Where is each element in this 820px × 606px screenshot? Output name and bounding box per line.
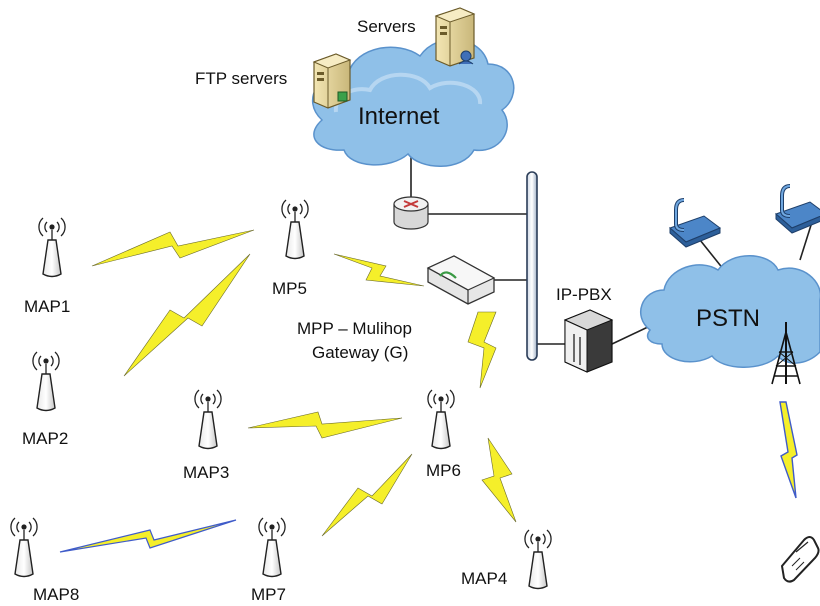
wireless-link-icon — [333, 253, 425, 287]
ip-pbx-label: IP-PBX — [556, 285, 612, 304]
telephone-icon — [668, 198, 722, 249]
wireless-link-icon — [481, 437, 517, 523]
router-icon — [393, 196, 429, 230]
pstn-cloud: PSTN — [639, 255, 820, 368]
map1-label: MAP1 — [24, 297, 70, 316]
mp6-label: MP6 — [426, 461, 461, 480]
telephone-icon — [774, 184, 820, 235]
internet-cloud: Internet — [311, 38, 515, 167]
wireless-link-icon — [779, 401, 798, 499]
cell-tower-icon — [771, 322, 801, 385]
mp7-label: MP7 — [251, 585, 286, 604]
wireless-link-icon — [59, 519, 237, 553]
access-point-icon — [281, 199, 309, 260]
pstn-cloud-label: PSTN — [696, 305, 760, 332]
map2-label: MAP2 — [22, 429, 68, 448]
phone1-to-pstn — [699, 239, 725, 271]
ftp-server-icon — [312, 53, 352, 109]
access-point-icon — [194, 389, 222, 450]
map4-label: MAP4 — [461, 569, 507, 588]
access-point-icon — [10, 517, 38, 578]
wireless-link-icon — [321, 453, 413, 537]
phone2-to-pstn — [799, 221, 813, 261]
ip-pbx-icon — [563, 309, 614, 373]
gateway-label-line2: Gateway (G) — [312, 343, 408, 362]
wireless-link-icon — [247, 411, 403, 439]
gateway-label-line1: MPP – Mulihop — [297, 319, 412, 338]
map8-label: MAP8 — [33, 585, 79, 604]
wired-links — [410, 152, 813, 345]
backbone-switch-bar — [526, 171, 538, 361]
wireless-link-icon — [91, 229, 255, 267]
wireless-link-icon — [123, 253, 251, 377]
access-point-icon — [427, 389, 455, 450]
access-point-icon — [524, 529, 552, 590]
access-point-icon — [38, 217, 66, 278]
mobile-phone-icon — [780, 536, 820, 583]
wireless-links — [59, 229, 517, 553]
server-icon — [434, 7, 476, 67]
access-point-icon — [32, 351, 60, 412]
wireless-link-icon — [467, 311, 497, 389]
pbx-to-pstn — [611, 325, 651, 345]
mp5-label: MP5 — [272, 279, 307, 298]
map3-label: MAP3 — [183, 463, 229, 482]
gateway-device-icon — [426, 255, 496, 305]
servers-label: Servers — [357, 17, 416, 36]
ftp-servers-label: FTP servers — [195, 69, 287, 88]
access-point-icon — [258, 517, 286, 578]
internet-cloud-label: Internet — [358, 103, 440, 130]
